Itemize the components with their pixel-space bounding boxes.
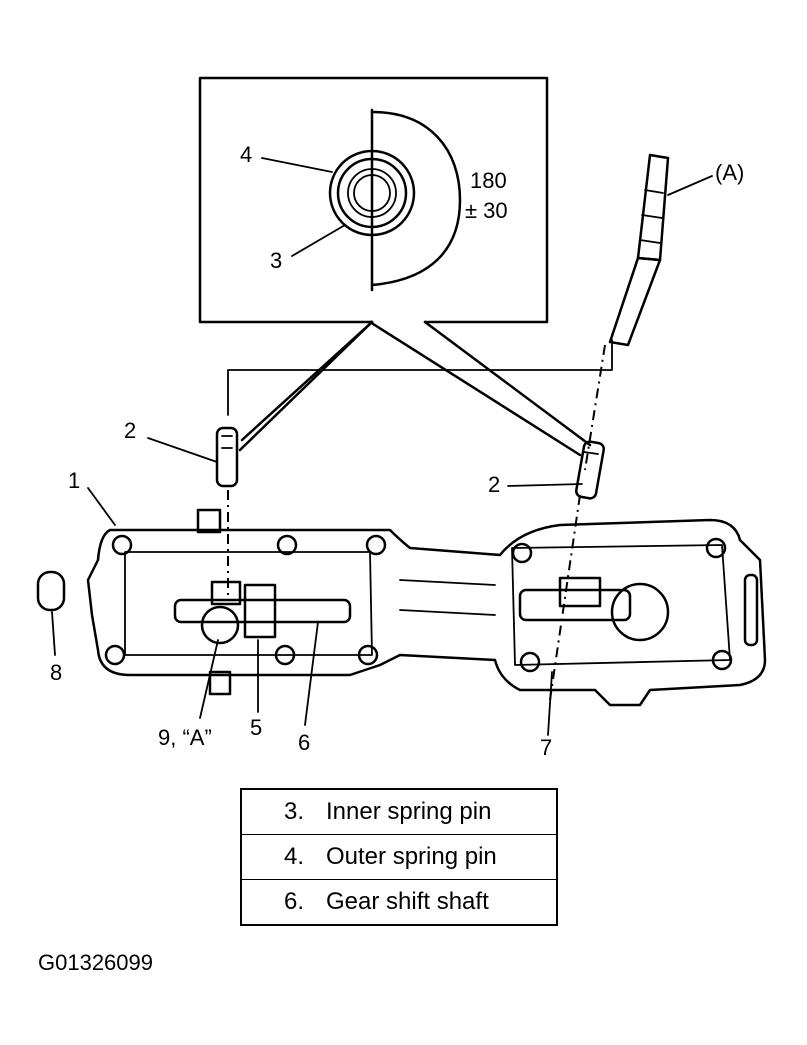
gear-shift-housing bbox=[86, 508, 767, 707]
seal-ring bbox=[36, 570, 66, 656]
legend-number: 6. bbox=[283, 888, 304, 915]
legend-row: 3. Inner spring pin bbox=[240, 788, 558, 835]
parts-legend-table: 3. Inner spring pin 4. Outer spring pin 6.… bbox=[240, 788, 558, 926]
callout-a-tool: (A) bbox=[715, 160, 744, 185]
callout-1: 1 bbox=[68, 468, 80, 493]
legend-number: 4. bbox=[283, 843, 304, 870]
callout-2-right: 2 bbox=[488, 472, 500, 497]
legend-number: 3. bbox=[283, 798, 304, 825]
legend-text: Inner spring pin bbox=[326, 798, 492, 825]
gear-shift-shaft bbox=[173, 598, 352, 624]
legend-text: Gear shift shaft bbox=[326, 888, 489, 915]
angle-tolerance: ± 30 bbox=[465, 198, 508, 223]
shift-fork bbox=[200, 580, 277, 645]
figure-id: G01326099 bbox=[38, 950, 153, 975]
shift-lever-mechanism bbox=[518, 576, 670, 642]
leader-lines bbox=[87, 437, 583, 736]
callout-3: 3 bbox=[270, 248, 282, 273]
legend-row: 6. Gear shift shaft bbox=[240, 879, 558, 926]
callout-4: 4 bbox=[240, 142, 252, 167]
legend-text: Outer spring pin bbox=[326, 843, 497, 870]
callout-9-a: 9, “A” bbox=[158, 725, 212, 750]
spring-pin-detail-inset bbox=[198, 76, 592, 457]
special-tool-a bbox=[608, 153, 713, 347]
angle-value: 180 bbox=[470, 168, 507, 193]
spring-pin-right bbox=[574, 440, 606, 500]
legend-row: 4. Outer spring pin bbox=[240, 834, 558, 880]
callout-7: 7 bbox=[540, 735, 552, 760]
callout-2-left: 2 bbox=[124, 418, 136, 443]
callout-5: 5 bbox=[250, 715, 262, 740]
spring-pin-left bbox=[215, 426, 239, 488]
callout-8: 8 bbox=[50, 660, 62, 685]
callout-6: 6 bbox=[298, 730, 310, 755]
